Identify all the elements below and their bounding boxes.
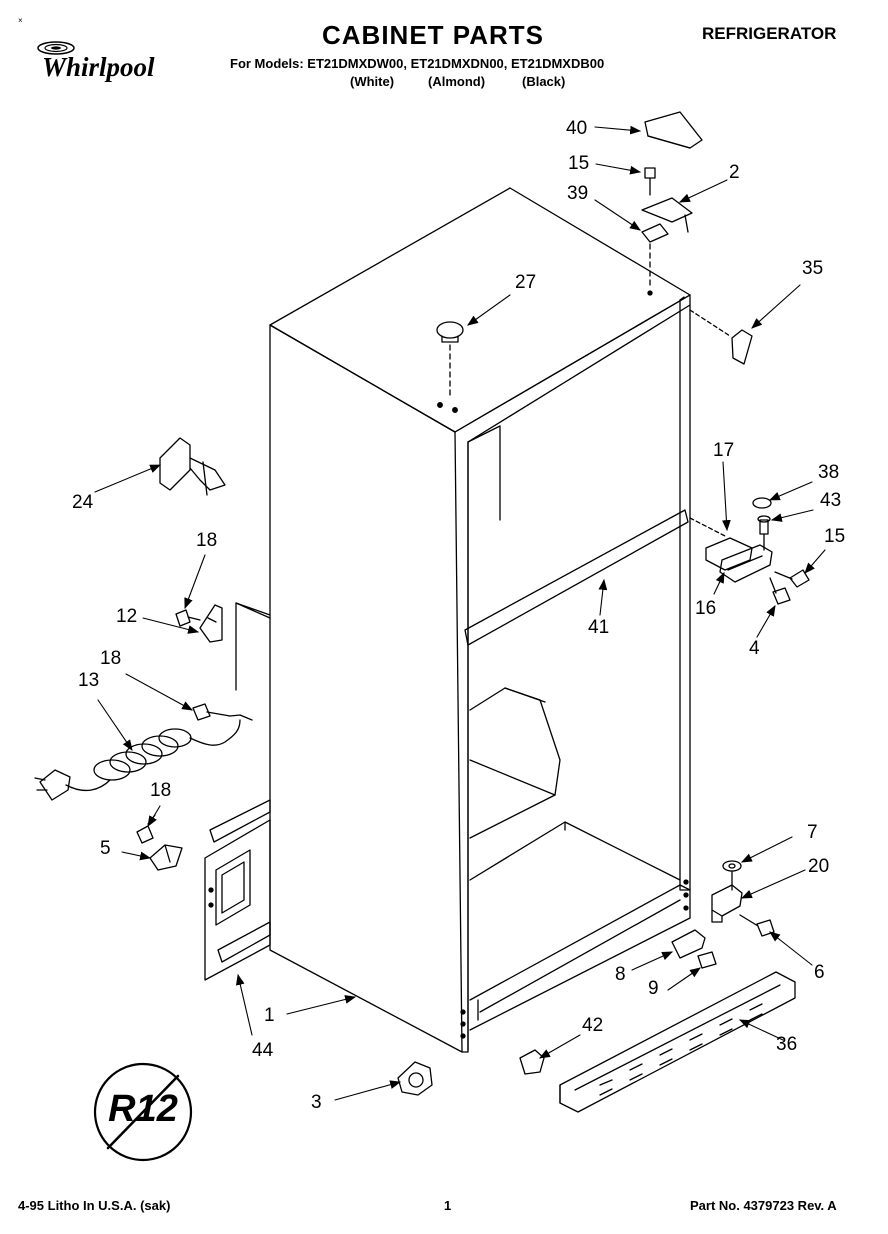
- part-24-support: [159, 437, 226, 496]
- part-5-cord-clamp: [149, 844, 183, 871]
- color-black: (Black): [522, 74, 566, 89]
- litho-note: 4-95 Litho In U.S.A. (sak): [18, 1198, 171, 1213]
- part-4-screw: [769, 577, 791, 605]
- part-6-screw: [739, 914, 775, 937]
- part-label-15: 15: [568, 153, 590, 174]
- corner-mark: ×: [18, 16, 23, 25]
- part-label-39: 39: [567, 183, 589, 204]
- part-label-36: 36: [776, 1034, 798, 1055]
- part-label-16: 16: [695, 598, 717, 619]
- r12-crossed-badge: [93, 1062, 193, 1162]
- part-label-9: 9: [648, 978, 659, 999]
- cabinet-body: [235, 187, 691, 1053]
- part-label-42: 42: [582, 1015, 604, 1036]
- part-label-18a: 18: [196, 530, 218, 551]
- part-label-40: 40: [566, 118, 588, 139]
- part-label-15b: 15: [824, 526, 846, 547]
- part-label-35: 35: [802, 258, 824, 279]
- part-44-access-panel: [204, 799, 271, 981]
- whirlpool-logo: [37, 41, 75, 55]
- model-list: For Models: ET21DMXDW00, ET21DMXDN00, ET…: [230, 56, 605, 71]
- part-42-clip: [519, 1049, 545, 1075]
- color-almond: (Almond): [428, 74, 486, 89]
- part-label-8: 8: [615, 964, 626, 985]
- part-2-top-hinge: [641, 197, 693, 233]
- part-label-1: 1: [264, 1005, 275, 1026]
- part-15-screw: [644, 167, 656, 196]
- part-label-18b: 18: [100, 648, 122, 669]
- part-16-hinge: [719, 544, 773, 583]
- part-label-20: 20: [808, 856, 830, 877]
- part-label-6: 6: [814, 962, 825, 983]
- part-8-bracket: [671, 929, 706, 959]
- part-label-41: 41: [588, 617, 610, 638]
- part-20-bottom-hinge: [711, 884, 743, 923]
- part-12-bracket: [199, 604, 223, 643]
- part-36-toe-grille: [559, 971, 796, 1113]
- part-label-27: 27: [515, 272, 537, 293]
- part-39-shim: [641, 223, 669, 243]
- part-label-44: 44: [252, 1040, 274, 1061]
- part-label-13: 13: [78, 670, 100, 691]
- part-35-bracket: [731, 329, 753, 365]
- part-43-pin: [759, 519, 769, 551]
- part-label-3: 3: [311, 1092, 322, 1113]
- brand-name: Whirlpool: [42, 52, 155, 82]
- part-15-screw-lower: [774, 569, 810, 588]
- color-white: (White): [350, 74, 395, 89]
- part-9-screw: [697, 951, 717, 969]
- page-title: CABINET PARTS: [322, 20, 544, 50]
- part-label-38: 38: [818, 462, 840, 483]
- part-13-power-cord: [34, 714, 253, 801]
- part-label-5: 5: [100, 838, 111, 859]
- part-18-screw-a: [175, 609, 201, 627]
- part-label-2: 2: [729, 162, 740, 183]
- part-label-43: 43: [820, 490, 842, 511]
- appliance-type: REFRIGERATOR: [702, 24, 837, 43]
- part-40-hinge-cover: [644, 111, 703, 149]
- part-17-bracket: [689, 517, 753, 571]
- part-label-12: 12: [116, 606, 138, 627]
- part-label-7: 7: [807, 822, 818, 843]
- part-3-roller: [397, 1061, 433, 1096]
- part-label-18c: 18: [150, 780, 172, 801]
- r12-badge-text: R12: [108, 1088, 178, 1130]
- part-label-17: 17: [713, 440, 735, 461]
- part-number: Part No. 4379723 Rev. A: [690, 1198, 837, 1213]
- part-7-washer: [722, 860, 742, 872]
- part-27-plug-button: [436, 321, 464, 396]
- page-number: 1: [444, 1198, 452, 1213]
- part-label-24: 24: [72, 492, 94, 513]
- part-18-screw-b: [192, 703, 231, 721]
- part-label-4: 4: [749, 638, 760, 659]
- part-38-washer: [752, 497, 772, 509]
